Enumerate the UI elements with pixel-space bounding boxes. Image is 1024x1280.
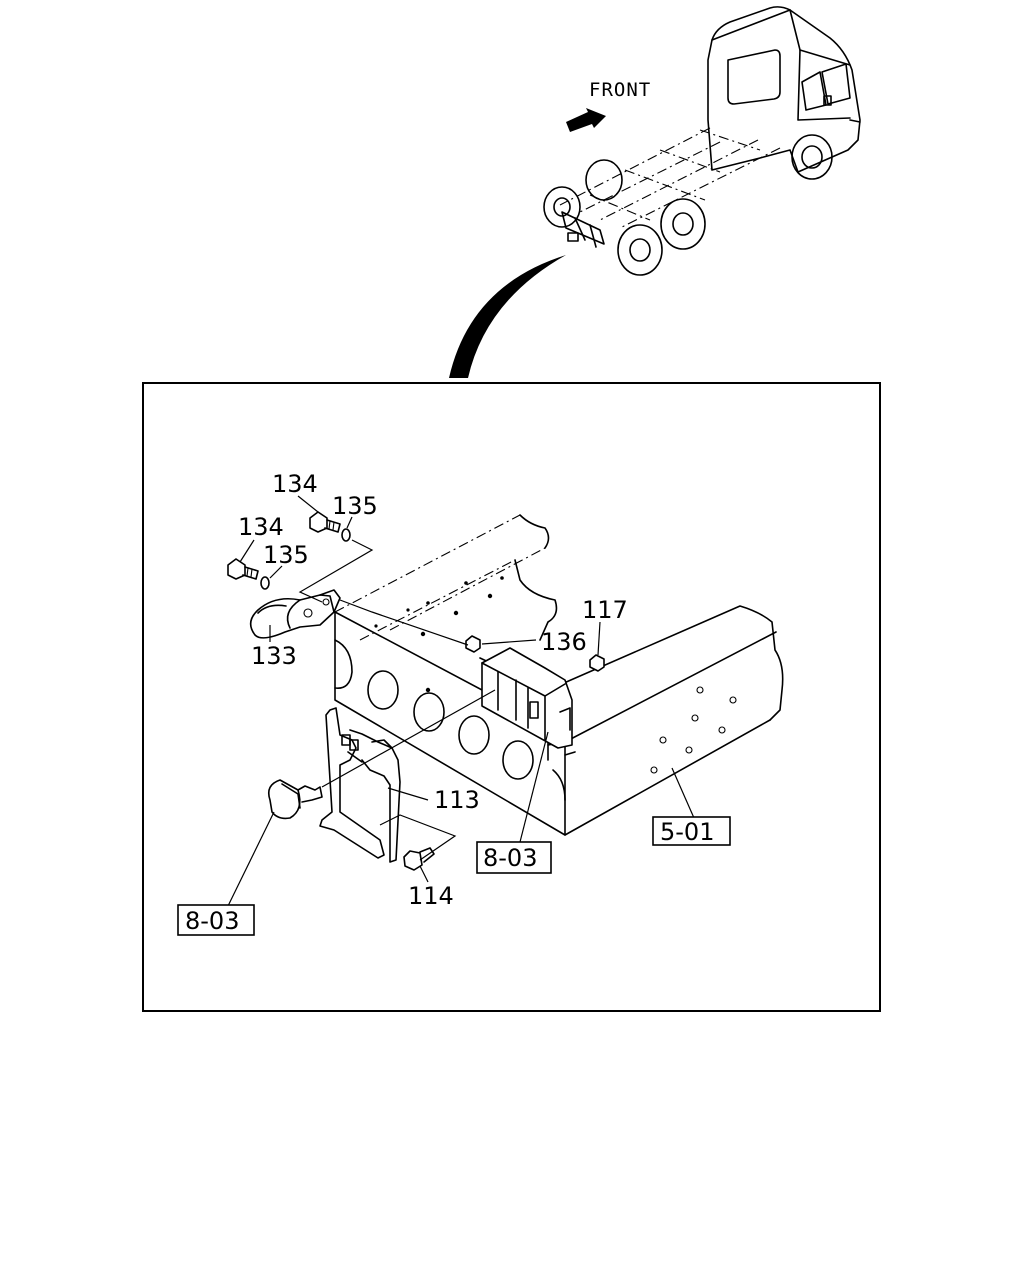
- leader-803-center: [519, 731, 549, 843]
- part-label-134-upper: 134: [272, 470, 318, 498]
- leader-134-upper: [297, 495, 319, 513]
- assembly-line-lamp: [321, 689, 496, 788]
- washer-135-lower: [260, 576, 270, 590]
- ref-label-501: 5-01: [660, 818, 714, 846]
- washer-135-upper: [341, 528, 351, 542]
- ref-label-803-left: 8-03: [185, 907, 239, 935]
- bolt-114: [403, 847, 435, 871]
- part-label-134-lower: 134: [238, 513, 284, 541]
- part-label-135-lower: 135: [263, 541, 309, 569]
- leader-114: [419, 865, 429, 883]
- ref-box-501[interactable]: 5-01: [652, 816, 731, 846]
- rear-combination-lamp: [481, 647, 573, 749]
- leader-135-upper: [346, 516, 353, 529]
- assembly-line-hook: [339, 599, 469, 646]
- part-label-113: 113: [434, 786, 480, 814]
- detail-frame: [142, 382, 881, 1012]
- assembly-line-114: [379, 814, 457, 861]
- side-marker-lamp: [267, 779, 323, 820]
- part-label-117: 117: [582, 596, 628, 624]
- detail-pointer-arc: [449, 255, 566, 378]
- leader-136: [481, 639, 537, 645]
- ref-box-803-center[interactable]: 8-03: [476, 841, 552, 874]
- assembly-line-134-upper: [298, 539, 374, 603]
- bolt-134-lower: [227, 558, 259, 580]
- leader-134-lower: [239, 539, 255, 563]
- front-arrow-icon: [566, 108, 606, 132]
- tow-hook: [249, 589, 341, 639]
- nut-136: [465, 635, 481, 653]
- front-label: FRONT: [589, 79, 651, 101]
- leader-501: [671, 767, 695, 819]
- ref-box-803-left[interactable]: 8-03: [177, 904, 255, 936]
- leader-135-lower: [269, 565, 283, 579]
- chassis-frame-rail: [334, 514, 784, 836]
- part-label-114: 114: [408, 882, 454, 910]
- part-label-135-upper: 135: [332, 492, 378, 520]
- bracket-113: [319, 707, 401, 863]
- leader-803-left: [227, 811, 275, 907]
- part-label-133: 133: [251, 642, 297, 670]
- truck-overview-illustration: [543, 6, 861, 276]
- ref-label-803-center: 8-03: [483, 844, 537, 872]
- leader-113: [387, 787, 429, 801]
- part-label-136: 136: [541, 628, 587, 656]
- leader-117: [597, 621, 601, 656]
- bolt-134-upper: [309, 511, 341, 533]
- nut-117: [589, 654, 605, 672]
